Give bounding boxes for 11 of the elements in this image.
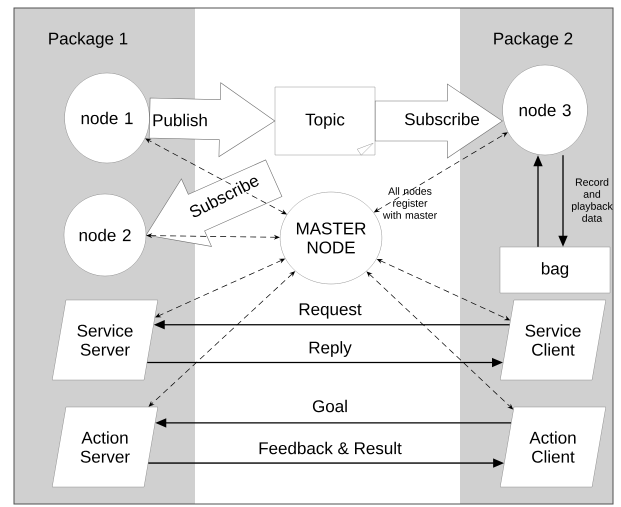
storage-box: bag: [500, 246, 610, 294]
note-text: All nodes register with master: [382, 187, 437, 219]
edge-label: Record and playback data: [572, 178, 613, 222]
parallelogram-box: Action Client: [500, 406, 606, 488]
parallelogram-box: Service Client: [500, 300, 606, 380]
edge-label: Request: [297, 302, 363, 320]
edge-label: Reply: [307, 340, 353, 358]
edge-label: Goal: [311, 398, 349, 414]
edge-label: Feedback & Result: [257, 440, 403, 456]
parallelogram-box: Service Server: [52, 300, 158, 380]
parallelogram-box: Action Server: [52, 406, 158, 488]
